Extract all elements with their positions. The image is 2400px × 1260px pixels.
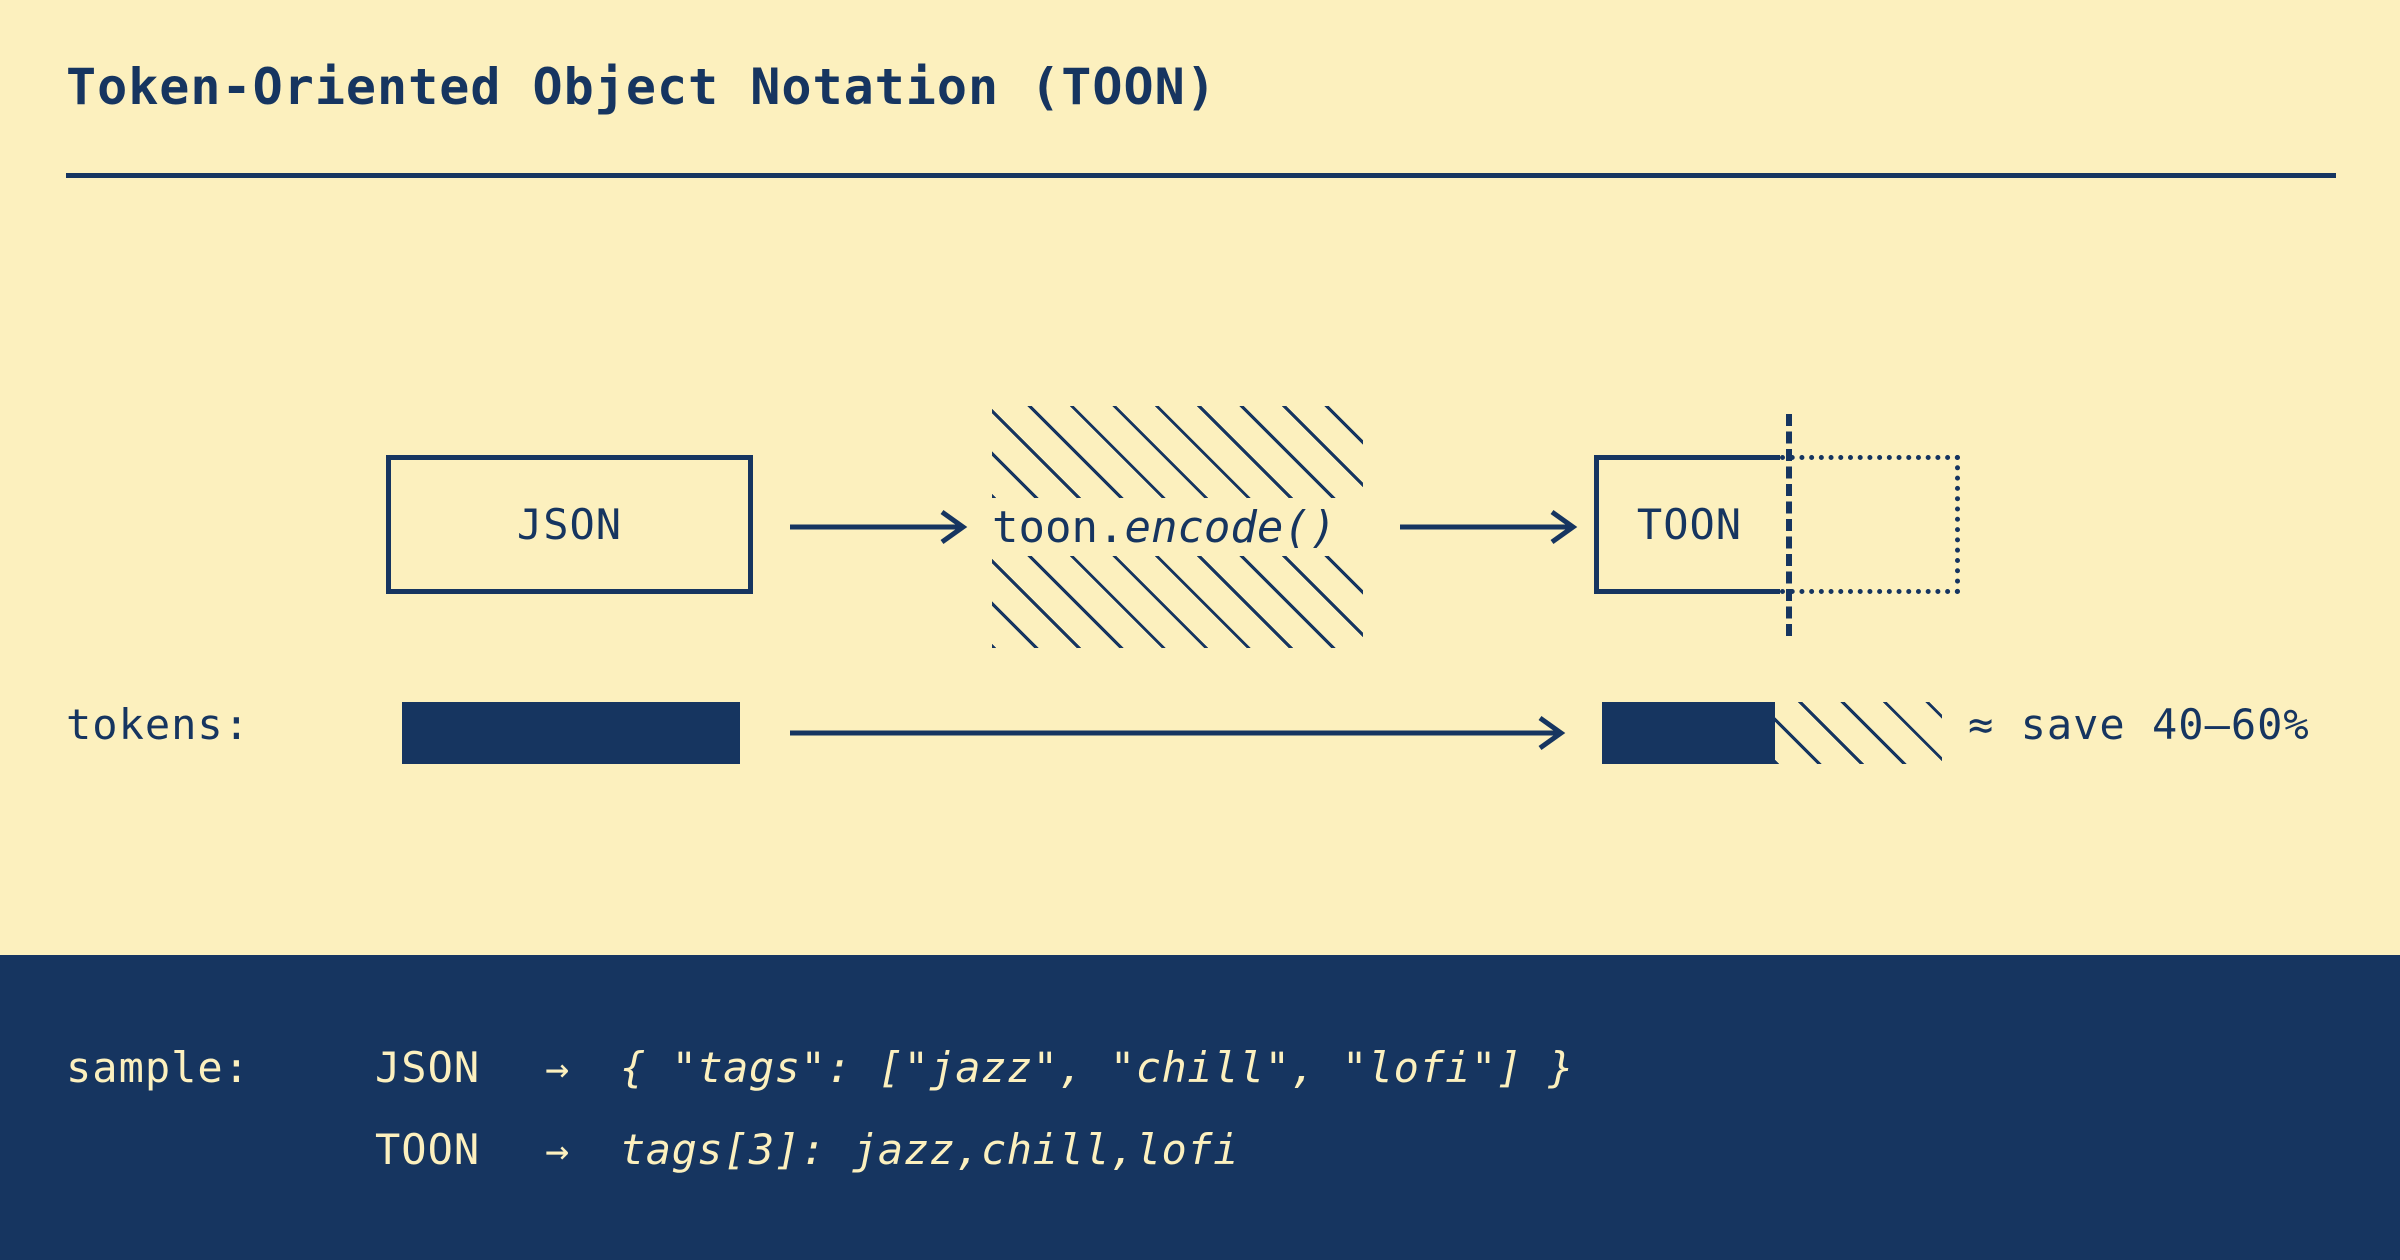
- encoder-hatch-bottom: [992, 556, 1363, 648]
- arrow-encode-to-toon: [1400, 509, 1578, 545]
- toon-node[interactable]: TOON: [1594, 455, 1780, 594]
- sample-row-json: JSON → { "tags": ["jazz", "chill", "lofi…: [375, 1043, 1574, 1125]
- arrow-json-to-encode: [790, 509, 968, 545]
- encoder-node[interactable]: toon.encode(): [992, 498, 1363, 556]
- encoder-call: encode(): [1124, 501, 1337, 553]
- sample-row-toon: TOON → tags[3]: jazz,chill,lofi: [375, 1125, 1574, 1207]
- encoder-prefix: toon.: [992, 501, 1125, 553]
- page-title: Token-Oriented Object Notation (TOON): [66, 58, 1217, 116]
- json-node[interactable]: JSON: [386, 455, 753, 594]
- json-node-label: JSON: [516, 500, 623, 549]
- sample-arrow-json-icon: →: [545, 1046, 570, 1092]
- savings-note: ≈ save 40–60%: [1968, 700, 2310, 749]
- sample-panel: [0, 955, 2400, 1260]
- sample-arrow-toon-icon: →: [545, 1128, 570, 1174]
- encoder-hatch-top: [992, 406, 1363, 498]
- tokens-bar-savings: [1775, 702, 1942, 764]
- sample-code-toon: tags[3]: jazz,chill,lofi: [620, 1125, 1239, 1174]
- tokens-row-label: tokens:: [66, 700, 251, 749]
- sample-rows: JSON → { "tags": ["jazz", "chill", "lofi…: [375, 1043, 1574, 1207]
- toon-node-label: TOON: [1636, 500, 1743, 549]
- sample-label: sample:: [66, 1043, 251, 1092]
- arrow-tokens-comparison: [790, 715, 1566, 751]
- sample-code-json: { "tags": ["jazz", "chill", "lofi"] }: [620, 1043, 1575, 1092]
- tokens-bar-toon: [1602, 702, 1775, 764]
- toon-node-saved-region: [1780, 455, 1960, 594]
- title-divider: [66, 173, 2336, 178]
- tokens-bar-json: [402, 702, 740, 764]
- sample-format-json: JSON: [375, 1043, 481, 1092]
- sample-format-toon: TOON: [375, 1125, 481, 1174]
